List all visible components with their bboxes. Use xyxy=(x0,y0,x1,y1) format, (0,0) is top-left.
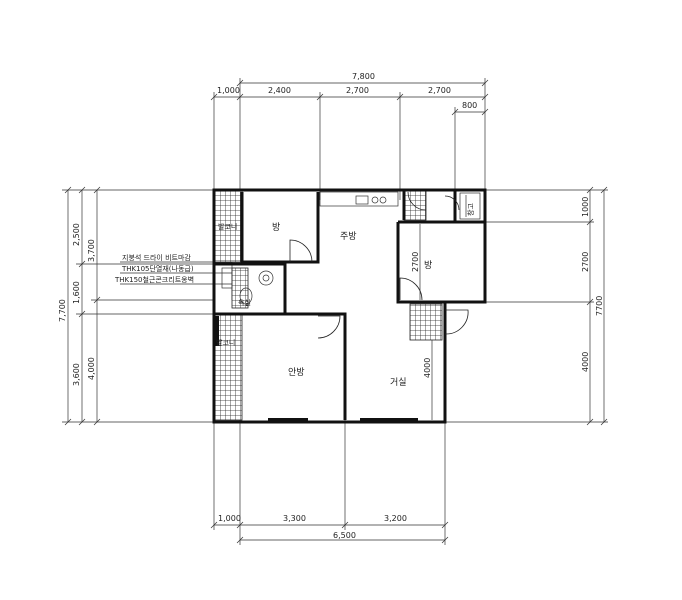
left-dim-mid: 1,600 xyxy=(72,281,81,304)
left-dim-lower: 3,600 xyxy=(72,363,81,386)
right-dim-top: 1000 xyxy=(581,197,590,217)
interior-dim-living-height: 4000 xyxy=(423,358,432,378)
right-dim-mid: 2700 xyxy=(581,252,590,272)
note-line1: 지붕석 드라이 비트마감 xyxy=(122,253,191,262)
room-label-living: 거실 xyxy=(390,377,407,388)
top-dim-seg2: 2,400 xyxy=(268,86,291,95)
balcony-tile-upper-left xyxy=(214,189,243,263)
room-label-bath: 욕실 xyxy=(238,298,251,307)
left-dim-alt-upper: 3,700 xyxy=(87,239,96,262)
top-dim-seg3: 2,700 xyxy=(346,86,369,95)
top-dim-small: 800 xyxy=(462,101,477,110)
room-label-anbang: 안방 xyxy=(288,367,305,378)
bottom-dim-total: 6,500 xyxy=(333,531,356,540)
note-line2: THK105단열재(나동급) xyxy=(121,264,194,273)
top-dim-seg1: 1,000 xyxy=(217,86,240,95)
walls xyxy=(212,188,487,424)
bottom-dim-seg3: 3,200 xyxy=(384,514,407,523)
bath-fixtures xyxy=(221,267,274,305)
right-dim-total: 7700 xyxy=(595,296,604,316)
bottom-dim-seg1: 1,000 xyxy=(218,514,241,523)
interior-dim-room-height: 2700 xyxy=(411,252,420,272)
right-dim-bottom: 4000 xyxy=(581,352,590,372)
windows xyxy=(214,316,418,423)
top-dim-total: 7,800 xyxy=(352,72,375,81)
room-label-storage: 창고 xyxy=(467,203,475,216)
bottom-dim-seg2: 3,300 xyxy=(283,514,306,523)
left-dimension-lines xyxy=(62,186,214,426)
room-label-balcony-b: 발코니 xyxy=(216,338,235,347)
entry-tile xyxy=(409,303,443,341)
room-label-kitchen: 주방 xyxy=(340,231,357,242)
top-dim-seg4: 2,700 xyxy=(428,86,451,95)
storage-tile-top-right xyxy=(403,189,427,221)
room-label-bang-right: 방 xyxy=(424,260,432,271)
left-dim-alt-lower: 4,000 xyxy=(87,357,96,380)
room-label-bang-upper: 방 xyxy=(272,222,280,233)
interior-dims xyxy=(419,224,433,420)
balcony-tile-lower-left xyxy=(214,313,243,421)
room-label-balcony-a: 발코니 xyxy=(218,222,237,231)
note-line3: THK150철근콘크리트옹벽 xyxy=(114,275,194,284)
bottom-dimension-lines xyxy=(210,420,449,545)
doors xyxy=(289,191,469,339)
top-dimension-lines xyxy=(210,78,489,200)
left-dim-total: 7,700 xyxy=(58,299,67,322)
left-dim-upper: 2,500 xyxy=(72,223,81,246)
right-dimension-lines xyxy=(445,186,608,426)
